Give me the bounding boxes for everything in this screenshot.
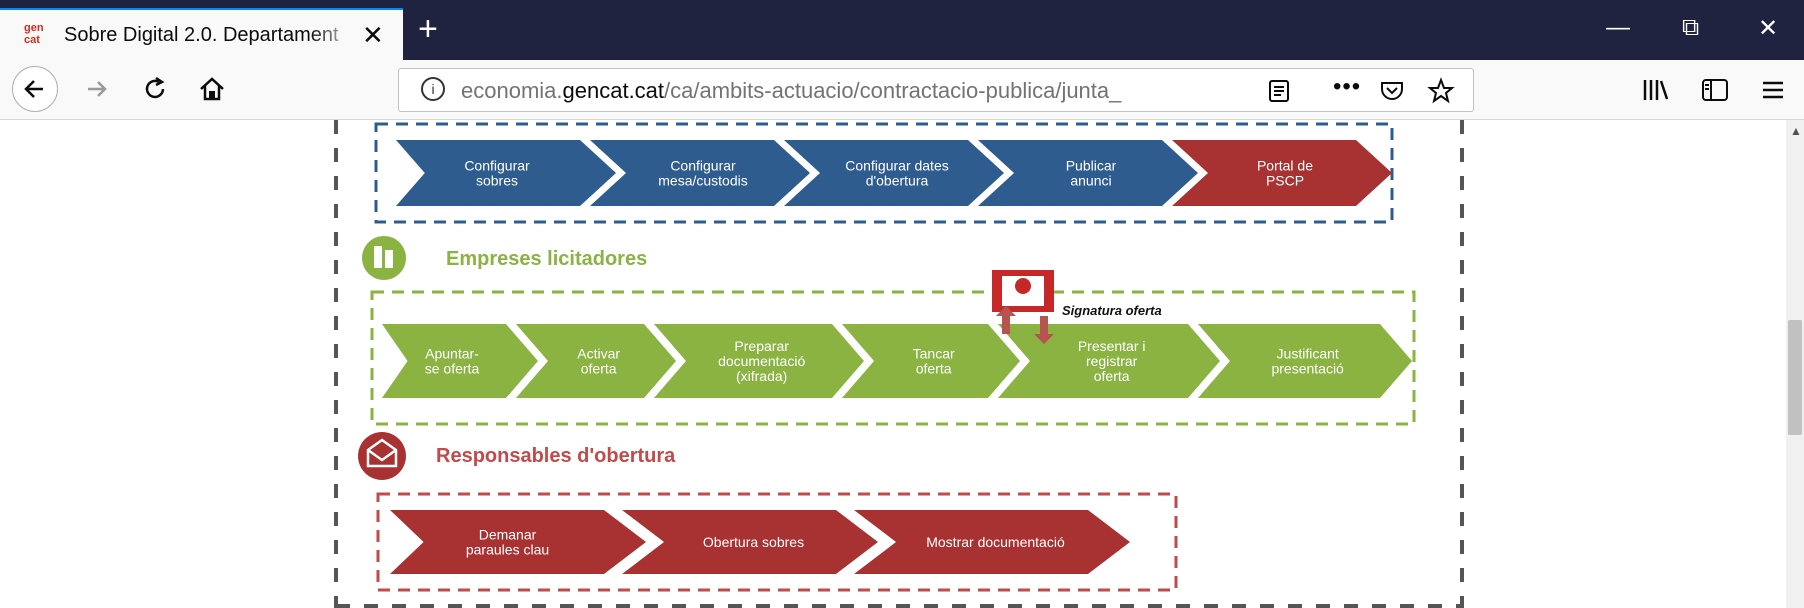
navigation-bar: i economia.gencat.cat/ca/ambits-actuacio… — [0, 60, 1804, 120]
step-label-line: Configurar — [464, 158, 530, 174]
process-step-arrow — [654, 324, 864, 398]
title-bar: gen cat Sobre Digital 2.0. Departament ✕… — [0, 0, 1804, 60]
step-label-line: mesa/custodis — [658, 173, 747, 189]
process-diagram: ConfigurarsobresConfigurarmesa/custodisC… — [334, 120, 1464, 608]
step-label-line: oferta — [1094, 368, 1130, 384]
url-path: /ca/ambits-actuacio/contractacio-publica… — [664, 78, 1122, 103]
section-title-responsables: Responsables d'obertura — [436, 445, 676, 467]
step-label-line: Presentar i — [1078, 338, 1146, 354]
step-label-line: Configurar — [670, 158, 736, 174]
gencat-logo-icon: gen cat — [24, 22, 50, 48]
building-icon — [362, 236, 406, 280]
step-label-line: oferta — [581, 361, 617, 377]
process-step-arrow — [516, 324, 676, 398]
seal-icon — [1015, 278, 1031, 294]
sidebar-icon[interactable] — [1700, 75, 1730, 105]
step-label-line: Publicar — [1066, 158, 1117, 174]
building-icon-part-a — [374, 246, 382, 268]
step-label-line: Tancar — [913, 346, 955, 362]
library-icon[interactable] — [1640, 75, 1670, 105]
process-step-arrow — [590, 140, 810, 206]
url-domain: gencat.cat — [562, 78, 665, 103]
process-step-arrow — [854, 510, 1130, 574]
pocket-icon[interactable] — [1379, 78, 1405, 104]
back-button[interactable] — [12, 66, 58, 112]
step-label-line: paraules clau — [466, 542, 549, 558]
minimize-button[interactable]: — — [1606, 14, 1630, 41]
process-step-arrow — [390, 510, 646, 574]
hamburger-menu-icon[interactable] — [1758, 75, 1788, 105]
step-label-line: (xifrada) — [736, 368, 787, 384]
process-step-arrow — [784, 140, 1004, 206]
step-label-line: Configurar dates — [845, 158, 949, 174]
section-red-frame — [376, 492, 1178, 592]
step-label-line: Justificant — [1277, 346, 1339, 362]
step-label-line: Portal de — [1257, 158, 1313, 174]
star-icon[interactable] — [1427, 77, 1455, 105]
step-label-line: Preparar — [734, 338, 789, 354]
step-label-line: documentació — [718, 353, 805, 369]
step-label-line: se oferta — [425, 361, 480, 377]
restore-button[interactable]: ⧉ — [1682, 14, 1700, 41]
step-label-line: anunci — [1070, 173, 1111, 189]
url-text[interactable]: economia.gencat.cat/ca/ambits-actuacio/c… — [461, 78, 1121, 104]
info-icon[interactable]: i — [421, 77, 445, 101]
process-step-arrow — [1198, 324, 1412, 398]
scrollbar-thumb[interactable] — [1788, 320, 1802, 435]
browser-tab[interactable]: gen cat Sobre Digital 2.0. Departament ✕ — [0, 8, 403, 60]
process-step-arrow — [382, 324, 538, 398]
process-step-arrow — [998, 324, 1220, 398]
row-blue: ConfigurarsobresConfigurarmesa/custodisC… — [396, 140, 1392, 206]
close-window-button[interactable]: ✕ — [1758, 15, 1779, 42]
envelope-icon-glyph — [366, 438, 398, 468]
process-step-arrow — [978, 140, 1198, 206]
step-label-line: oferta — [916, 361, 952, 377]
step-label-line: presentació — [1271, 361, 1344, 377]
more-icon[interactable]: ••• — [1333, 73, 1362, 100]
step-label-line: Activar — [577, 346, 620, 362]
upload-arrow-left-icon — [996, 306, 1016, 334]
logo-text-top: gen — [24, 22, 44, 34]
tab-close-icon[interactable]: ✕ — [362, 20, 384, 50]
row-green: Apuntar-se ofertaActivarofertaPreparardo… — [382, 324, 1412, 398]
tab-title: Sobre Digital 2.0. Departament — [64, 24, 339, 46]
step-label-line: PSCP — [1266, 173, 1304, 189]
process-step-arrow — [622, 510, 878, 574]
step-label-line: Mostrar documentació — [926, 534, 1065, 550]
process-step-arrow — [1172, 140, 1392, 206]
reload-icon[interactable] — [140, 74, 170, 104]
new-tab-button[interactable]: + — [418, 10, 438, 48]
url-bar[interactable]: i economia.gencat.cat/ca/ambits-actuacio… — [398, 68, 1474, 112]
process-step-arrow — [396, 140, 616, 206]
section-title-empreses: Empreses licitadores — [446, 248, 648, 270]
scroll-up-icon[interactable]: ▲ — [1790, 124, 1802, 138]
tab-title-fade — [310, 20, 360, 54]
url-prefix: economia. — [461, 78, 563, 103]
logo-text-bottom: cat — [24, 34, 40, 46]
forward-arrow-icon[interactable] — [82, 74, 112, 104]
upload-arrow-right-icon — [1034, 316, 1054, 344]
home-icon[interactable] — [196, 73, 228, 105]
back-arrow-icon — [24, 80, 43, 98]
step-label-line: Obertura sobres — [703, 534, 804, 550]
section-green-frame — [370, 290, 1416, 426]
building-icon-part-b — [385, 250, 393, 268]
step-label-line: registrar — [1086, 353, 1138, 369]
step-label-line: Apuntar- — [425, 346, 479, 362]
step-label-line: Demanar — [479, 527, 537, 543]
process-step-arrow — [842, 324, 1020, 398]
reader-view-icon[interactable] — [1267, 79, 1291, 103]
step-label-line: d'obertura — [866, 173, 929, 189]
step-label-line: sobres — [476, 173, 518, 189]
vertical-scrollbar[interactable]: ▲ — [1786, 120, 1804, 608]
signature-label: Signatura oferta — [1062, 303, 1162, 318]
envelope-icon — [358, 432, 406, 480]
